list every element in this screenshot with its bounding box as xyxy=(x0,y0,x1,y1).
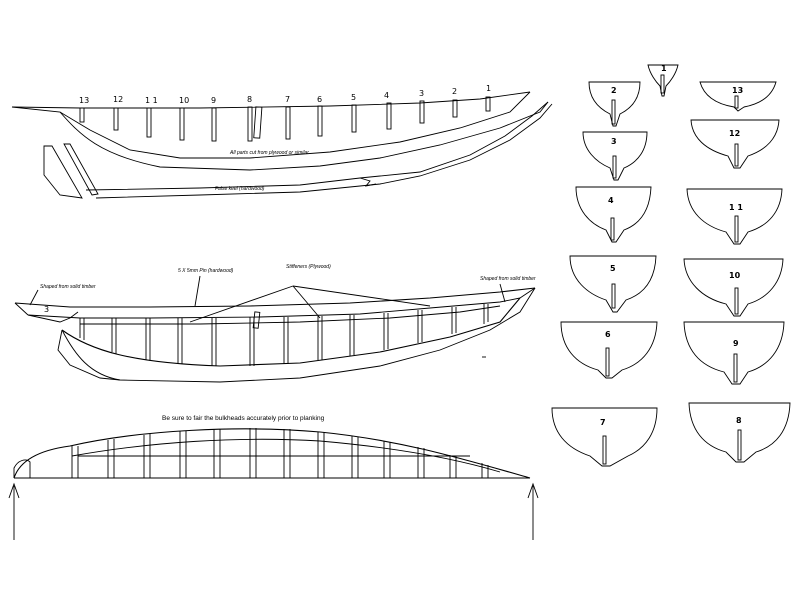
bulkhead-8: 8 xyxy=(688,402,791,463)
bulkhead-1-label: 1 xyxy=(661,64,667,73)
bulkhead-6-label: 6 xyxy=(605,330,611,339)
bulkhead-12-label: 12 xyxy=(729,129,740,138)
support-arrow-left xyxy=(8,482,20,540)
keel-station-4: 4 xyxy=(384,91,389,100)
keel-station-12: 12 xyxy=(113,95,123,104)
bulkhead-6: 6 xyxy=(560,321,658,379)
bulkhead-13: 13 xyxy=(699,81,777,112)
bulkhead-9-label: 9 xyxy=(733,339,739,348)
bulkheads: 1 2 3 4 5 6 7 xyxy=(551,64,791,467)
keel-station-6: 6 xyxy=(317,95,322,104)
keel-station-10: 10 xyxy=(179,96,189,105)
bulkhead-2-label: 2 xyxy=(611,86,617,95)
note-shaped-right: Shaped from solid timber xyxy=(480,276,536,282)
support-arrow-right xyxy=(527,482,539,540)
framed-hull: 3 Shaped from solid timber 5 X 5mm Pin (… xyxy=(14,264,536,383)
note-stringer: 5 X 5mm Pin (hardwood) xyxy=(178,268,234,274)
hull-frames xyxy=(79,304,489,366)
keel-station-5: 5 xyxy=(351,93,356,102)
bulkhead-5: 5 xyxy=(569,255,657,313)
bulkhead-1: 1 xyxy=(647,64,679,97)
bulkhead-8-label: 8 xyxy=(736,416,742,425)
note-parts: All parts cut from plywood or similar xyxy=(229,150,309,156)
bulkhead-10-label: 10 xyxy=(729,271,741,280)
keel-station-13: 13 xyxy=(79,96,89,105)
bulkhead-3-label: 3 xyxy=(611,137,617,146)
note-stiffeners: Stiffeners (Plywood) xyxy=(286,264,331,270)
stern-label: 3 xyxy=(44,305,49,314)
keel-station-slots xyxy=(79,96,491,142)
keel-station-7: 7 xyxy=(285,95,290,104)
bulkhead-11: 1 1 xyxy=(686,188,783,245)
keel-profile: 13 12 1 1 10 9 8 7 6 5 4 3 2 1 All parts… xyxy=(11,84,553,199)
bulkhead-4: 4 xyxy=(575,186,652,243)
keel-station-8: 8 xyxy=(247,95,252,104)
bulkhead-7-label: 7 xyxy=(600,418,606,427)
bulkhead-11-label: 1 1 xyxy=(729,203,743,212)
bulkhead-13-label: 13 xyxy=(732,86,743,95)
keel-station-2: 2 xyxy=(452,87,457,96)
bulkhead-10: 10 xyxy=(683,258,784,317)
bulkhead-5-label: 5 xyxy=(610,264,616,273)
note-shaped-left: Shaped from solid timber xyxy=(40,284,96,290)
bulkhead-2: 2 xyxy=(588,81,641,127)
bulkhead-3: 3 xyxy=(582,131,648,181)
bulkhead-9: 9 xyxy=(683,321,785,385)
fairing-caption: Be sure to fair the bulkheads accurately… xyxy=(162,415,325,422)
keel-station-11: 1 1 xyxy=(145,96,158,105)
note-false-keel: False keel (hardwood) xyxy=(215,186,265,192)
bulkhead-12: 12 xyxy=(690,119,780,169)
keel-station-3: 3 xyxy=(419,89,424,98)
fairing-view: Be sure to fair the bulkheads accurately… xyxy=(8,415,539,540)
keel-station-1: 1 xyxy=(486,84,491,93)
bulkhead-4-label: 4 xyxy=(608,196,614,205)
keel-station-9: 9 xyxy=(211,96,216,105)
bulkhead-7: 7 xyxy=(551,407,658,467)
